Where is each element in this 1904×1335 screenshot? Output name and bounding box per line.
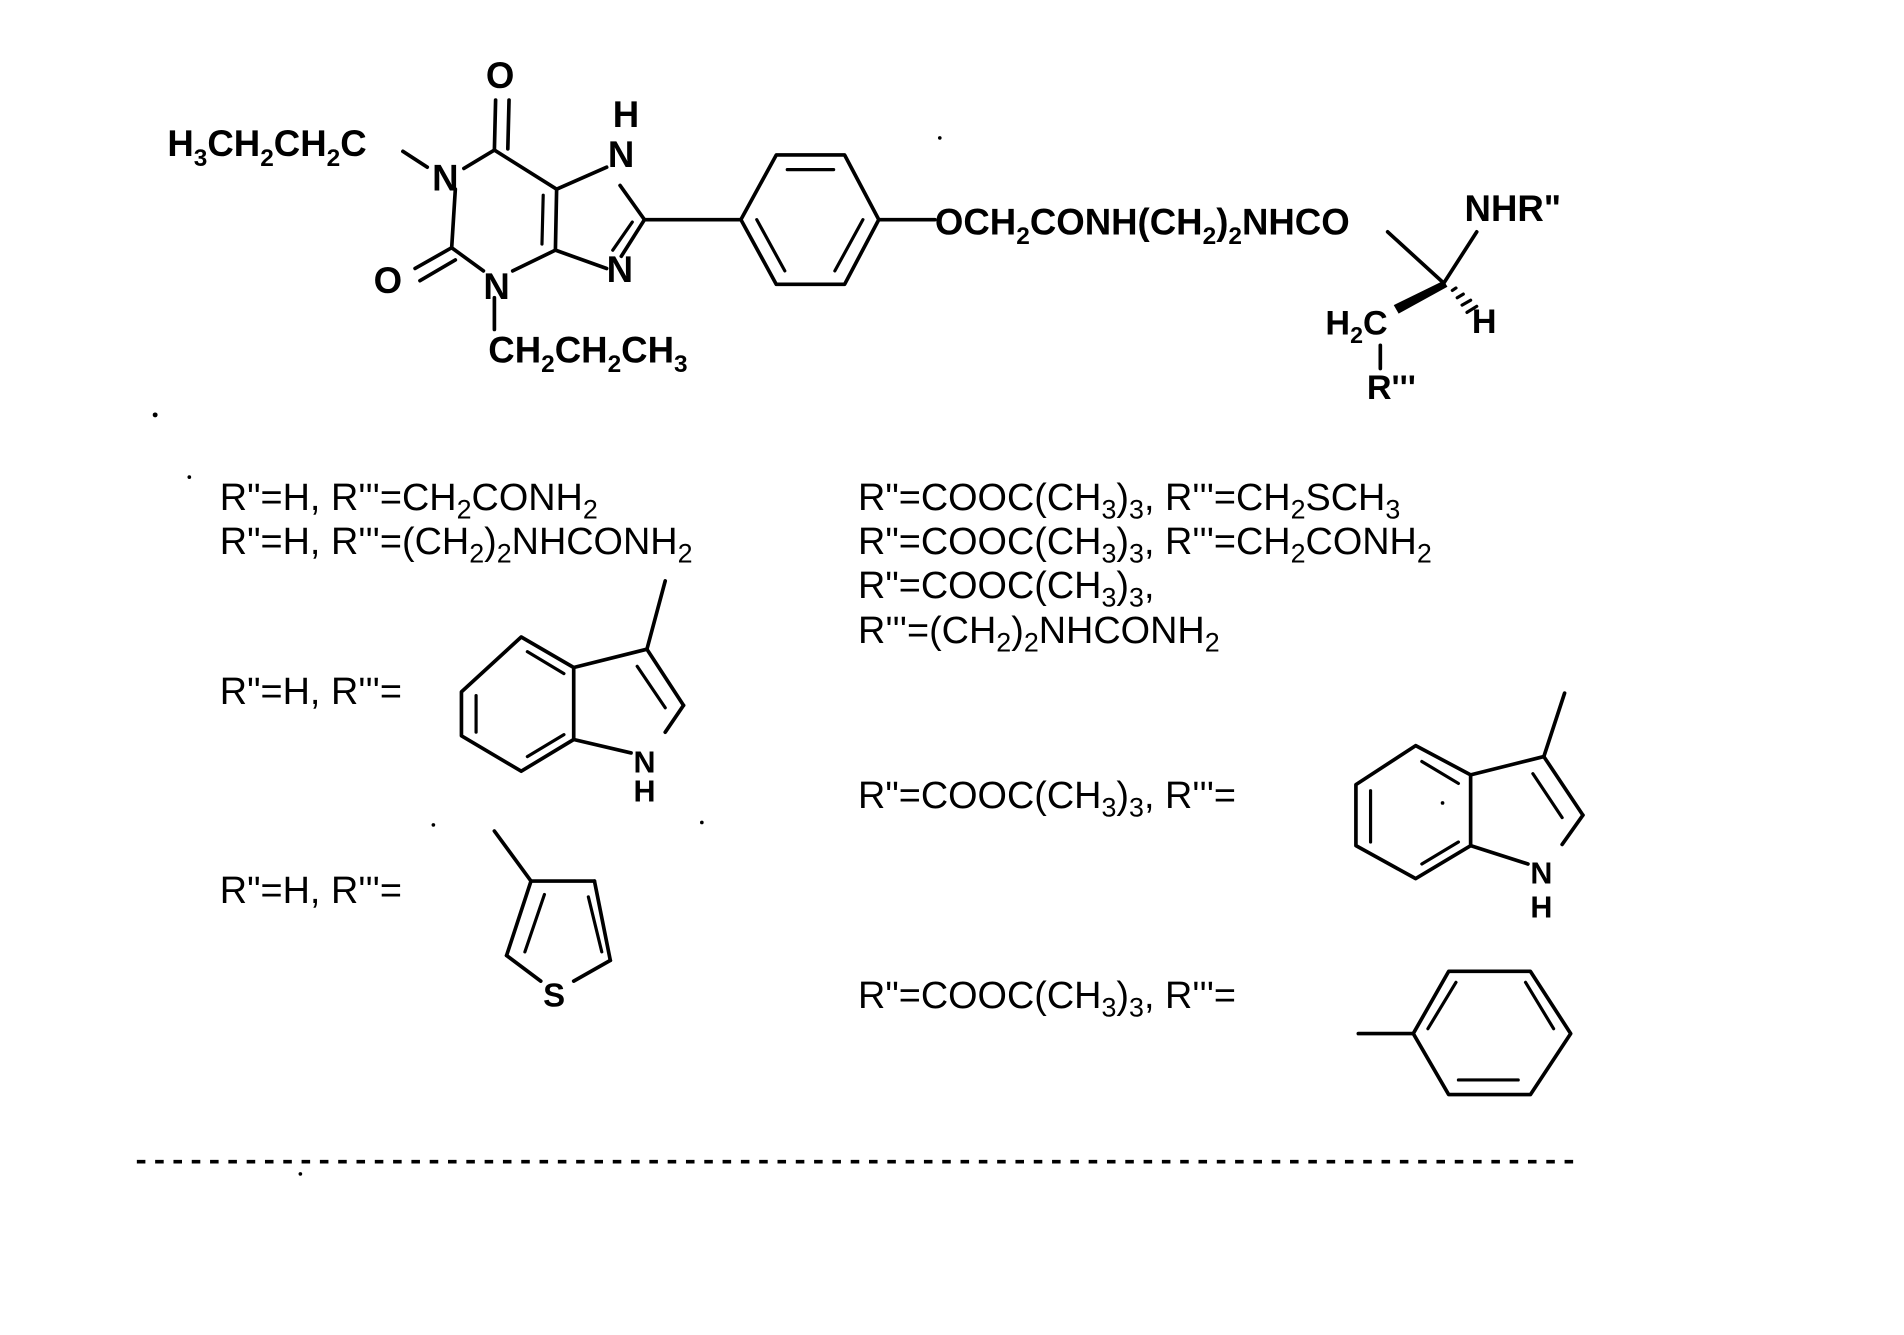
indole-left-n: N — [634, 745, 656, 779]
indole-structure-left — [459, 579, 686, 774]
scan-speck — [1440, 801, 1445, 805]
variant-l2: R"=H, R'''=(CH2)2NHCONH2 — [220, 521, 693, 569]
atom-n3: N — [483, 266, 509, 307]
atom-o-left: O — [374, 260, 402, 301]
r-triple-prime-label: R''' — [1367, 369, 1416, 407]
atom-n1: N — [432, 157, 458, 198]
scan-speck — [298, 1172, 303, 1176]
core-structure: H3CH2CH2C — [167, 55, 1561, 407]
indole-right-n: N — [1530, 856, 1552, 890]
amine-label: NHR" — [1465, 188, 1562, 229]
linker-chain: OCH2CONH(CH2)2NHCO — [935, 201, 1350, 250]
atom-n7: N — [608, 134, 634, 175]
left-column: R"=H, R'''=CH2CONH2 R"=H, R'''=(CH2)2NHC… — [220, 477, 693, 1014]
thiophene-structure — [492, 829, 613, 983]
indole-left-h: H — [634, 775, 656, 809]
scan-speck — [700, 820, 704, 825]
atom-n7-h: H — [613, 94, 639, 135]
scan-speck — [431, 823, 436, 827]
variant-l4-label: R"=H, R'''= — [220, 870, 402, 912]
variant-r2: R"=COOC(CH3)3, R'''=CH2CONH2 — [858, 521, 1432, 569]
ch2-label: H2C — [1325, 304, 1387, 348]
variant-r5-label: R"=COOC(CH3)3, R'''= — [858, 975, 1236, 1023]
indole-right-h: H — [1530, 891, 1552, 925]
variant-l1: R"=H, R'''=CH2CONH2 — [220, 477, 598, 525]
right-column: R"=COOC(CH3)3, R'''=CH2SCH3 R"=COOC(CH3)… — [858, 477, 1585, 1097]
bottom-propyl-label: CH2CH2CH3 — [488, 329, 687, 378]
phenylene-ring — [739, 153, 937, 287]
thiophene-s: S — [543, 977, 565, 1014]
variant-r3b: R'''=(CH2)2NHCONH2 — [858, 610, 1220, 658]
variant-r4-label: R"=COOC(CH3)3, R'''= — [858, 775, 1236, 823]
stereo-h-label: H — [1472, 303, 1497, 341]
atom-n9: N — [607, 249, 633, 290]
xanthine-bonds — [401, 98, 743, 332]
indole-structure-right — [1354, 691, 1585, 881]
variant-r1: R"=COOC(CH3)3, R'''=CH2SCH3 — [858, 477, 1400, 525]
scan-speck — [187, 475, 192, 479]
phenyl-structure — [1356, 969, 1573, 1097]
atom-o-top: O — [486, 55, 514, 96]
scan-speck — [152, 412, 158, 418]
scan-speck — [937, 136, 942, 140]
variant-r3a: R"=COOC(CH3)3, — [858, 565, 1154, 613]
stereocenter — [1378, 230, 1479, 371]
variant-l3-label: R"=H, R'''= — [220, 671, 402, 713]
hashed-bond — [1450, 286, 1479, 314]
left-propyl-label: H3CH2CH2C — [167, 123, 366, 172]
